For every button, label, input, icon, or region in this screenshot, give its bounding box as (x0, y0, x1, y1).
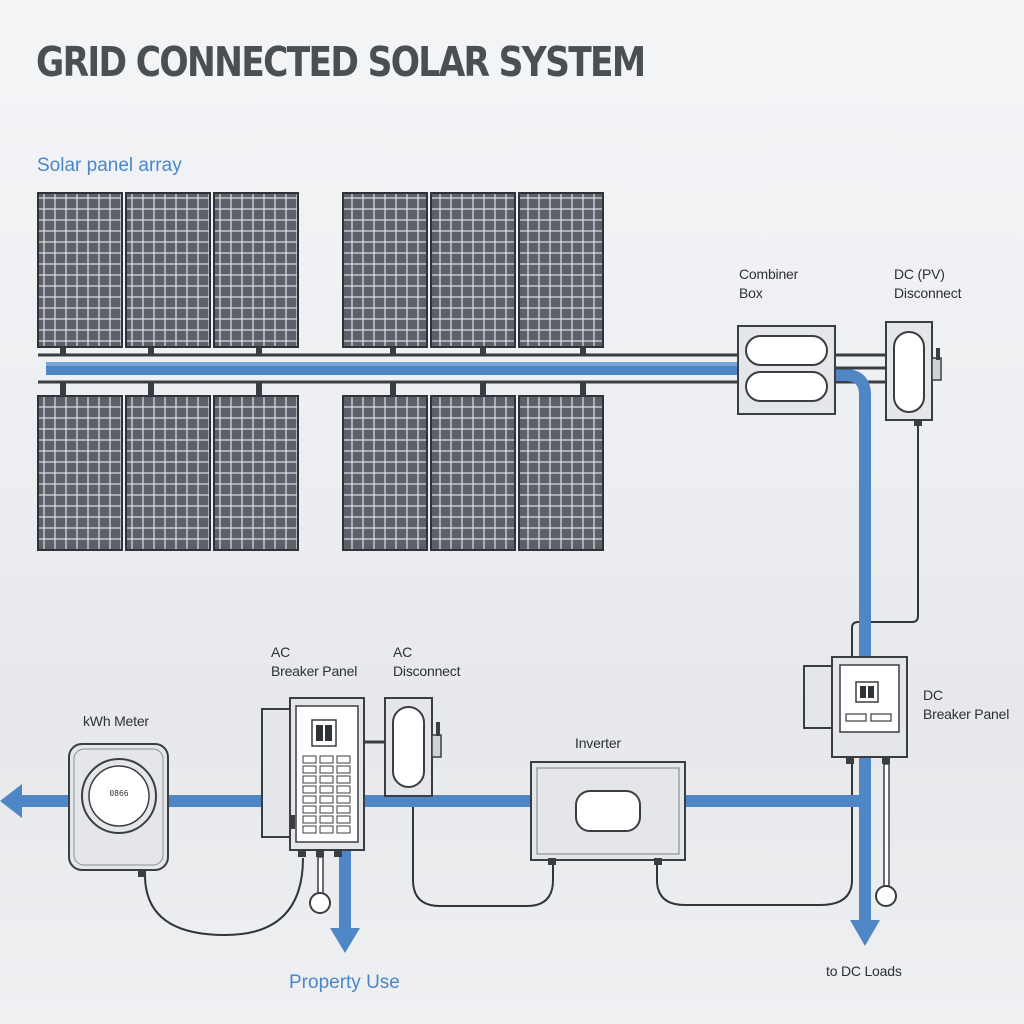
breaker-switch (302, 785, 317, 794)
panel-mount-clips (60, 347, 586, 396)
ac-breaker-panel (261, 697, 365, 914)
breaker-switch (319, 825, 334, 834)
panel-row-top-right (342, 192, 604, 348)
ac-disconnect-label: AC Disconnect (393, 644, 461, 679)
breaker-switch (319, 815, 334, 824)
combiner-box (737, 325, 888, 415)
breaker-switch (319, 795, 334, 804)
combiner-box-label: Combiner Box (739, 266, 799, 301)
breaker-switch (336, 815, 351, 824)
to-dc-loads-arrow (850, 920, 880, 946)
breaker-switch (302, 825, 317, 834)
breaker-switch (319, 765, 334, 774)
dc-pv-disconnect-label: DC (PV) Disconnect (894, 266, 962, 301)
breaker-switch (302, 775, 317, 784)
ac-breakers (302, 755, 351, 834)
property-use-label: Property Use (289, 972, 400, 993)
panel-row-top-left (37, 192, 299, 348)
signal-wires (144, 425, 919, 937)
panel-row-bottom-left (37, 395, 299, 551)
inverter-label: Inverter (575, 735, 621, 751)
dc-breaker-panel-label: DC Breaker Panel (923, 687, 1010, 722)
dc-pv-disconnect (885, 321, 942, 426)
breaker-switch (336, 785, 351, 794)
ac-disconnect (363, 697, 442, 797)
inverter (530, 761, 686, 865)
breaker-switch (302, 805, 317, 814)
panel-row-bottom-right (342, 395, 604, 551)
dc-flow-line (835, 369, 871, 920)
to-dc-loads-label: to DC Loads (826, 963, 902, 979)
ac-breaker-panel-label: AC Breaker Panel (271, 644, 358, 679)
kwh-meter-label: kWh Meter (83, 713, 149, 729)
breaker-switch (302, 795, 317, 804)
grid-arrow-left (0, 784, 22, 818)
breaker-switch (336, 805, 351, 814)
kwh-meter (68, 743, 169, 877)
breaker-switch (336, 795, 351, 804)
breaker-switch (319, 785, 334, 794)
page-title: GRID CONNECTED SOLAR SYSTEM (36, 38, 646, 86)
breaker-switch (319, 775, 334, 784)
dc-breaker-panel (803, 656, 908, 907)
meter-reading: 0866 (104, 787, 134, 801)
breaker-switch (336, 825, 351, 834)
breaker-switch (336, 775, 351, 784)
solar-panel-array (37, 192, 890, 551)
breaker-switch (302, 765, 317, 774)
breaker-switch (302, 755, 317, 764)
breaker-switch (319, 755, 334, 764)
solar-panel-array-label: Solar panel array (37, 155, 182, 176)
breaker-switch (336, 755, 351, 764)
breaker-switch (319, 805, 334, 814)
property-use-arrow (330, 928, 360, 953)
breaker-switch (336, 765, 351, 774)
breaker-switch (302, 815, 317, 824)
